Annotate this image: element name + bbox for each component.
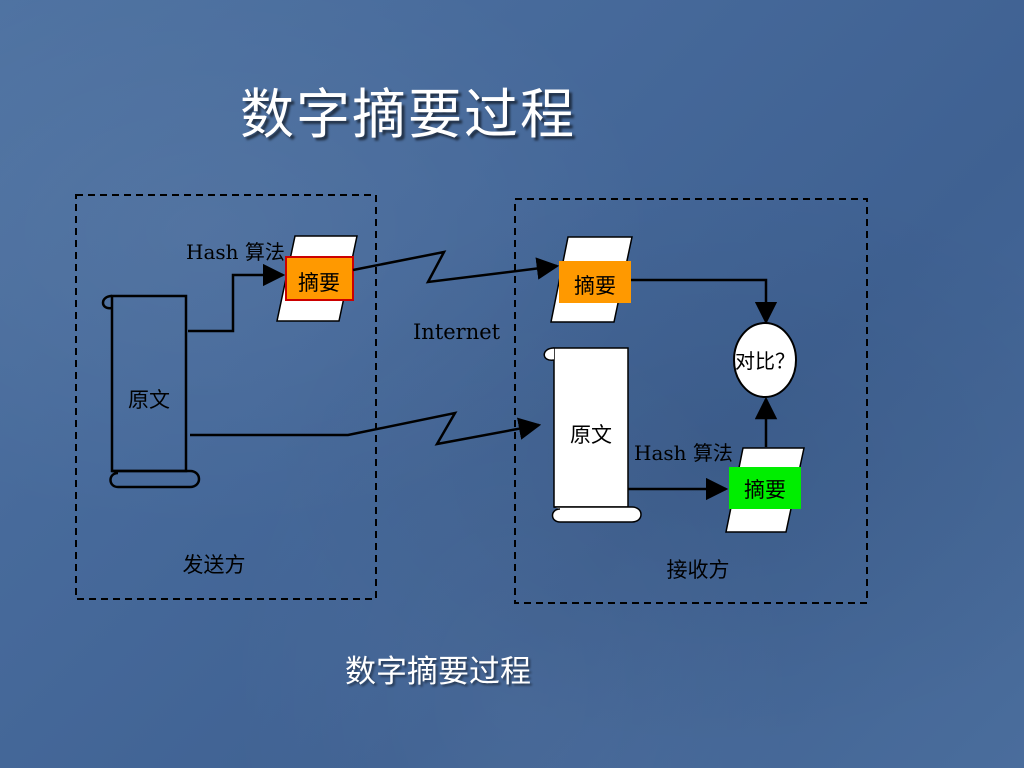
sender-hash-label: Hash 算法 <box>186 240 285 264</box>
receiver-label: 接收方 <box>667 558 730 582</box>
sender-digest-label: 摘要 <box>298 271 340 295</box>
compare-label: 对比？ <box>735 349 795 373</box>
original-transfer-arrow <box>190 411 542 446</box>
received-to-compare-arrow <box>631 278 778 325</box>
sender-label: 发送方 <box>183 553 246 577</box>
computed-digest-box <box>729 467 801 509</box>
receiver-hash-label: Hash 算法 <box>634 441 733 465</box>
sender-digest-box <box>285 256 354 301</box>
digest-transfer-arrow <box>352 250 560 284</box>
received-digest-label: 摘要 <box>574 274 616 298</box>
receiver-original-text: 原文 <box>570 423 612 447</box>
slide-title: 数字摘要过程 <box>240 83 576 146</box>
receiver-original-scroll <box>543 347 642 523</box>
sender-original-scroll <box>101 294 201 489</box>
received-digest-box <box>559 261 631 303</box>
computed-digest-label: 摘要 <box>744 478 786 502</box>
internet-label: Internet <box>413 320 501 344</box>
sender-hash-arrow <box>188 263 286 333</box>
sender-box <box>75 194 377 600</box>
sender-original-text: 原文 <box>128 388 170 412</box>
receiver-box <box>514 198 868 604</box>
slide-caption: 数字摘要过程 <box>345 654 531 690</box>
